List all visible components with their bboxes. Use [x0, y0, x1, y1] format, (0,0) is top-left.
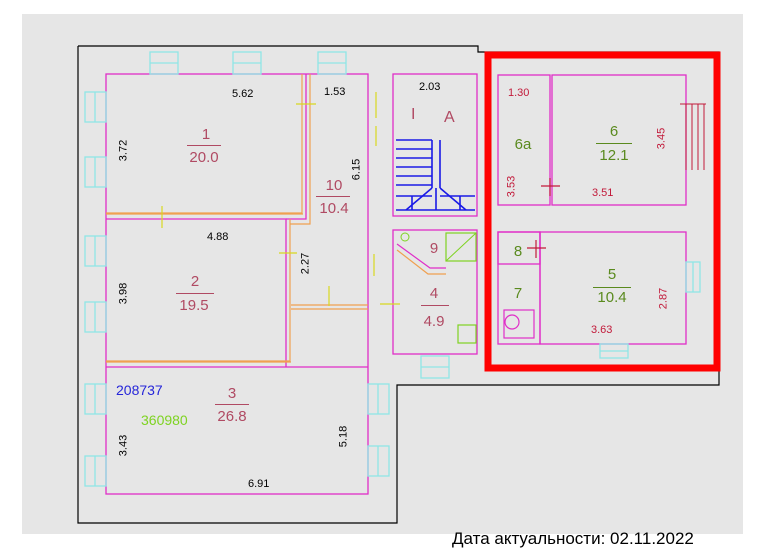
dim-2-27: 2.27 [299, 252, 312, 275]
dim-2-03: 2.03 [419, 81, 441, 93]
room-5-number: 5 [607, 266, 617, 283]
dim-2-87: 2.87 [657, 287, 670, 310]
dim-3-51: 3.51 [592, 187, 614, 199]
room-9-number: 9 [429, 240, 439, 257]
dim-5-18: 5.18 [337, 425, 350, 448]
room-7-number: 7 [513, 285, 523, 302]
dim-3-53: 3.53 [505, 175, 518, 198]
dim-3-72: 3.72 [117, 139, 130, 162]
plan-background [22, 14, 743, 534]
room-3-area: 26.8 [217, 408, 247, 425]
room-1-number: 1 [201, 126, 211, 143]
room-6-underline [596, 143, 632, 144]
dim-1-53: 1.53 [324, 86, 346, 98]
room-4-underline [421, 305, 449, 306]
room-10-underline [316, 196, 350, 197]
room-10-number: 10 [325, 177, 343, 194]
stair-label-letter: A [444, 109, 455, 126]
door-marks [161, 92, 400, 306]
room-3-underline [215, 404, 249, 405]
dim-3-45: 3.45 [655, 127, 668, 150]
code-blue: 208737 [116, 382, 163, 398]
room-8-number: 8 [513, 243, 523, 260]
red-door-marks [527, 178, 560, 258]
room-1-area: 20.0 [189, 149, 219, 166]
dim-3-43: 3.43 [117, 434, 130, 457]
room-4-area: 4.9 [423, 313, 445, 330]
room-4-number: 4 [429, 285, 439, 302]
dim-3-63: 3.63 [591, 324, 613, 336]
code-green: 360980 [141, 412, 188, 428]
dim-5-62: 5.62 [232, 88, 254, 100]
room-2-number: 2 [190, 273, 200, 290]
room-6a-number: 6а [514, 136, 532, 153]
dim-3-98: 3.98 [117, 282, 130, 305]
room-10-area: 10.4 [319, 200, 349, 217]
room-3-number: 3 [227, 385, 237, 402]
room-6-area: 12.1 [599, 147, 629, 164]
windows [84, 51, 701, 487]
stair-label-roman: I [411, 106, 416, 123]
room-2-underline [176, 293, 214, 294]
dim-1-30: 1.30 [508, 87, 530, 99]
dim-4-88: 4.88 [207, 231, 229, 243]
dim-6-91: 6.91 [248, 478, 270, 490]
room-6-number: 6 [609, 123, 619, 140]
stairs [396, 139, 475, 211]
room-1-underline [187, 145, 221, 146]
fixtures [396, 103, 706, 344]
room-2-area: 19.5 [179, 297, 209, 314]
room-5-underline [593, 287, 631, 288]
date-relevance-label: Дата актуальности: 02.11.2022 [452, 529, 694, 548]
highlight-frame [484, 51, 721, 372]
room-5-area: 10.4 [597, 289, 627, 306]
dim-6-15: 6.15 [350, 158, 363, 181]
building-outline [77, 45, 720, 524]
